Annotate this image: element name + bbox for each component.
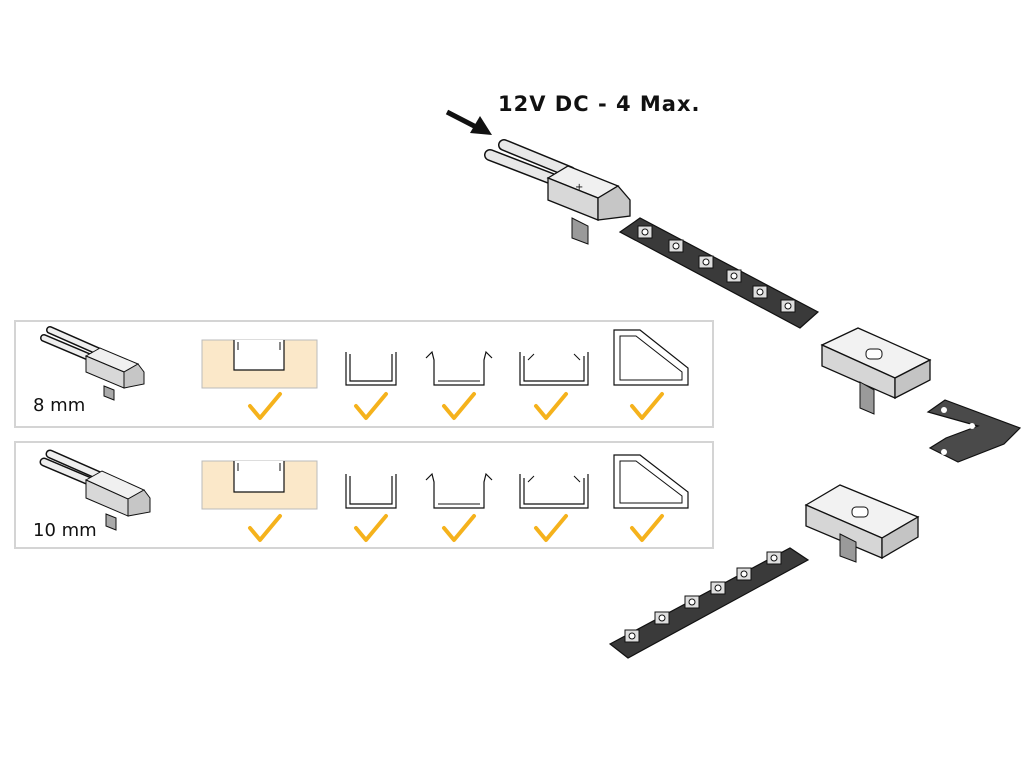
checkmark-icon	[630, 392, 664, 420]
connector-icon	[39, 449, 151, 531]
connector-icon: +	[484, 139, 631, 245]
profile-icon	[519, 352, 589, 386]
size-label-10mm: 10 mm	[33, 520, 97, 541]
arrow-icon	[445, 109, 492, 135]
profile-icon	[613, 329, 689, 386]
profile-icon	[425, 472, 493, 509]
connector-icon	[820, 327, 932, 415]
checkmark-icon	[354, 514, 388, 542]
checkmark-icon	[442, 514, 476, 542]
connector-icon	[804, 484, 920, 563]
svg-text:+: +	[575, 182, 583, 193]
profile-icon	[425, 350, 493, 386]
led-strip-icon	[618, 217, 820, 329]
size-label-8mm: 8 mm	[33, 395, 86, 416]
checkmark-icon	[630, 514, 664, 542]
l-connector-icon	[926, 399, 1022, 463]
profile-icon	[613, 454, 689, 509]
connector-icon	[40, 326, 145, 401]
profile-icon	[201, 339, 318, 389]
checkmark-icon	[534, 514, 568, 542]
profile-icon	[201, 460, 318, 510]
profile-icon	[519, 474, 589, 509]
checkmark-icon	[442, 392, 476, 420]
led-strip-icon	[608, 547, 810, 659]
profile-icon	[345, 352, 397, 386]
checkmark-icon	[248, 514, 282, 542]
checkmark-icon	[248, 392, 282, 420]
checkmark-icon	[354, 392, 388, 420]
profile-icon	[345, 474, 397, 509]
checkmark-icon	[534, 392, 568, 420]
voltage-title: 12V DC - 4 Max.	[498, 92, 701, 116]
